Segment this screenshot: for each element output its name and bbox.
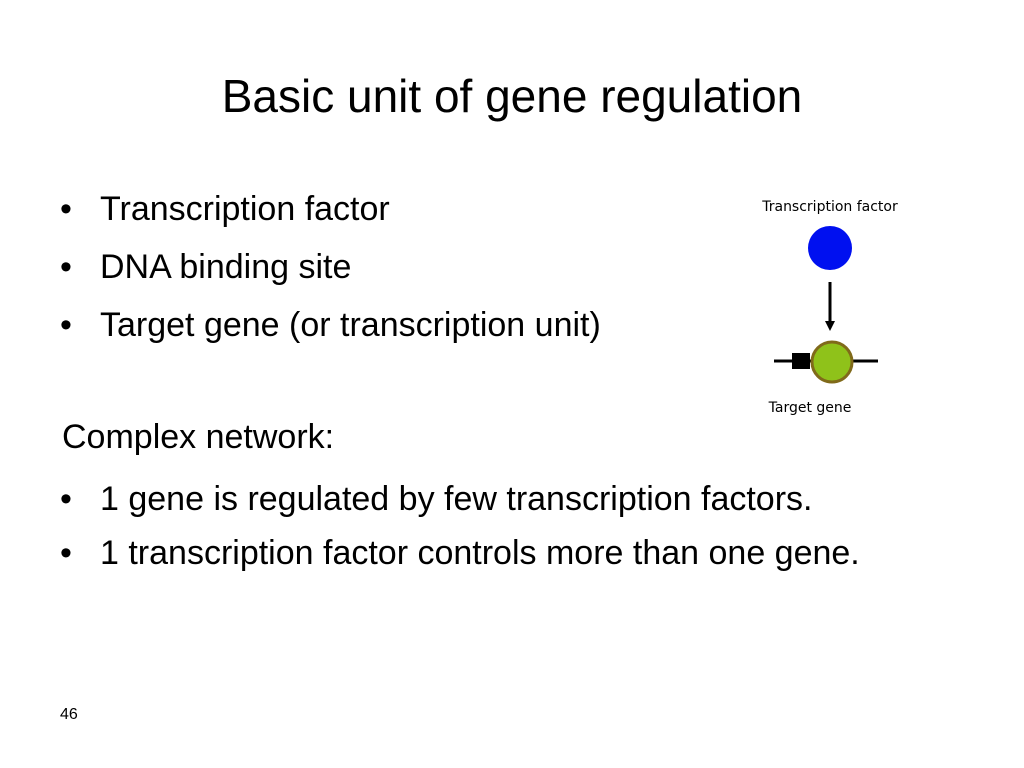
diagram-graphic	[774, 226, 878, 384]
bullet-icon: •	[60, 306, 72, 344]
section-heading: Complex network:	[62, 418, 335, 456]
list-item: • DNA binding site	[60, 238, 720, 296]
bullet-text: 1 gene is regulated by few transcription…	[100, 480, 813, 518]
bullet-icon: •	[60, 480, 72, 518]
gene-regulation-diagram: Transcription factor Target gene	[720, 190, 940, 430]
regulation-arrow-head	[825, 321, 835, 331]
network-list: • 1 gene is regulated by few transcripti…	[60, 470, 960, 578]
target-gene-circle	[810, 340, 854, 384]
bullet-text: Transcription factor	[100, 190, 390, 228]
slide-title: Basic unit of gene regulation	[221, 70, 803, 122]
binding-site-box	[792, 353, 810, 369]
bullet-icon: •	[60, 248, 72, 286]
target-gene-label: Target gene	[768, 400, 852, 416]
bullet-icon: •	[60, 190, 72, 228]
bullet-text: DNA binding site	[100, 248, 352, 286]
list-item: • 1 transcription factor controls more t…	[60, 528, 920, 578]
list-item: • Target gene (or transcription unit)	[60, 296, 720, 354]
bullet-text: Target gene (or transcription unit)	[100, 306, 601, 344]
transcription-factor-circle	[808, 226, 852, 270]
list-item: • 1 gene is regulated by few transcripti…	[60, 470, 960, 528]
component-list: • Transcription factor • DNA binding sit…	[60, 180, 720, 354]
page-number: 46	[60, 706, 78, 723]
bullet-text: 1 transcription factor controls more tha…	[100, 534, 860, 572]
transcription-factor-label: Transcription factor	[762, 199, 898, 215]
list-item: • Transcription factor	[60, 180, 720, 238]
bullet-icon: •	[60, 534, 72, 572]
